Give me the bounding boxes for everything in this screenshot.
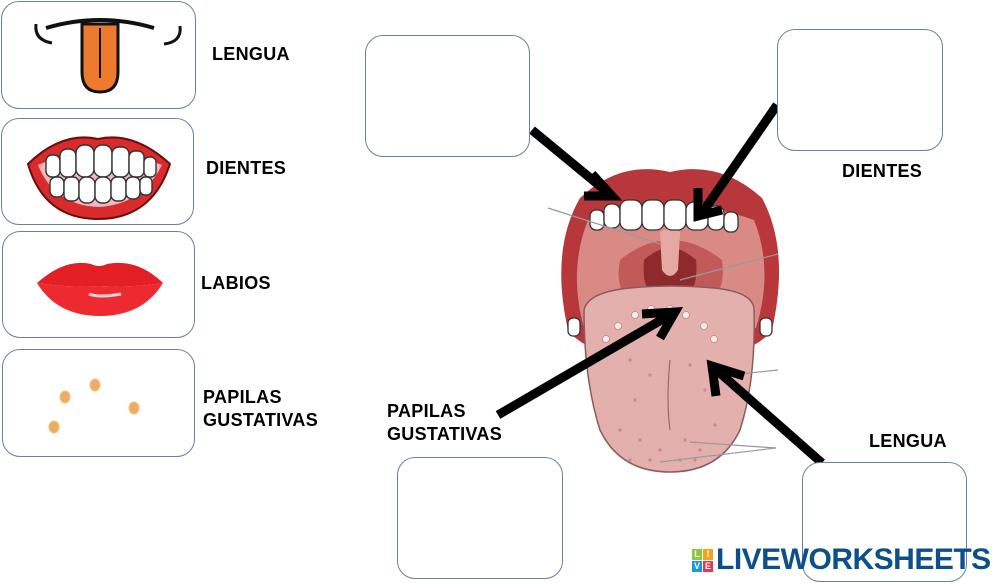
source-card-lengua[interactable] [1, 1, 196, 109]
drop-target-top-left[interactable] [365, 35, 530, 157]
drop-target-bottom-right[interactable] [802, 462, 967, 582]
source-card-dientes[interactable] [1, 118, 194, 225]
lips-icon [37, 262, 163, 316]
source-label-papilas-line1: PAPILAS [203, 387, 282, 407]
tongue-icon [34, 18, 182, 94]
diagram-label-papilas-line1: PAPILAS [387, 401, 466, 421]
source-label-lengua: LENGUA [212, 44, 290, 64]
source-card-labios[interactable] [2, 231, 195, 338]
drop-target-bottom-left[interactable] [397, 457, 563, 579]
brand-name: LIVEWORKSHEETS [716, 543, 991, 576]
diagram-label-papilas-line2: GUSTATIVAS [387, 424, 502, 444]
drop-target-top-right[interactable] [777, 29, 943, 151]
live-blocks-icon: L I V E [692, 548, 713, 572]
diagram-label-lengua: LENGUA [869, 431, 947, 451]
block-v: V [692, 560, 702, 572]
source-label-papilas-line2: GUSTATIVAS [203, 410, 318, 430]
diagram-label-dientes: DIENTES [842, 161, 923, 181]
teeth-icon [26, 136, 172, 221]
source-label-dientes: DIENTES [206, 158, 287, 178]
source-label-labios: LABIOS [201, 273, 271, 293]
block-e: E [703, 560, 713, 572]
liveworksheets-logo: L I V E LIVEWORKSHEETS [692, 543, 991, 577]
source-card-papilas[interactable] [2, 349, 195, 457]
taste-buds-icon [48, 378, 140, 434]
block-l: L [692, 548, 702, 560]
block-i: I [703, 548, 713, 560]
